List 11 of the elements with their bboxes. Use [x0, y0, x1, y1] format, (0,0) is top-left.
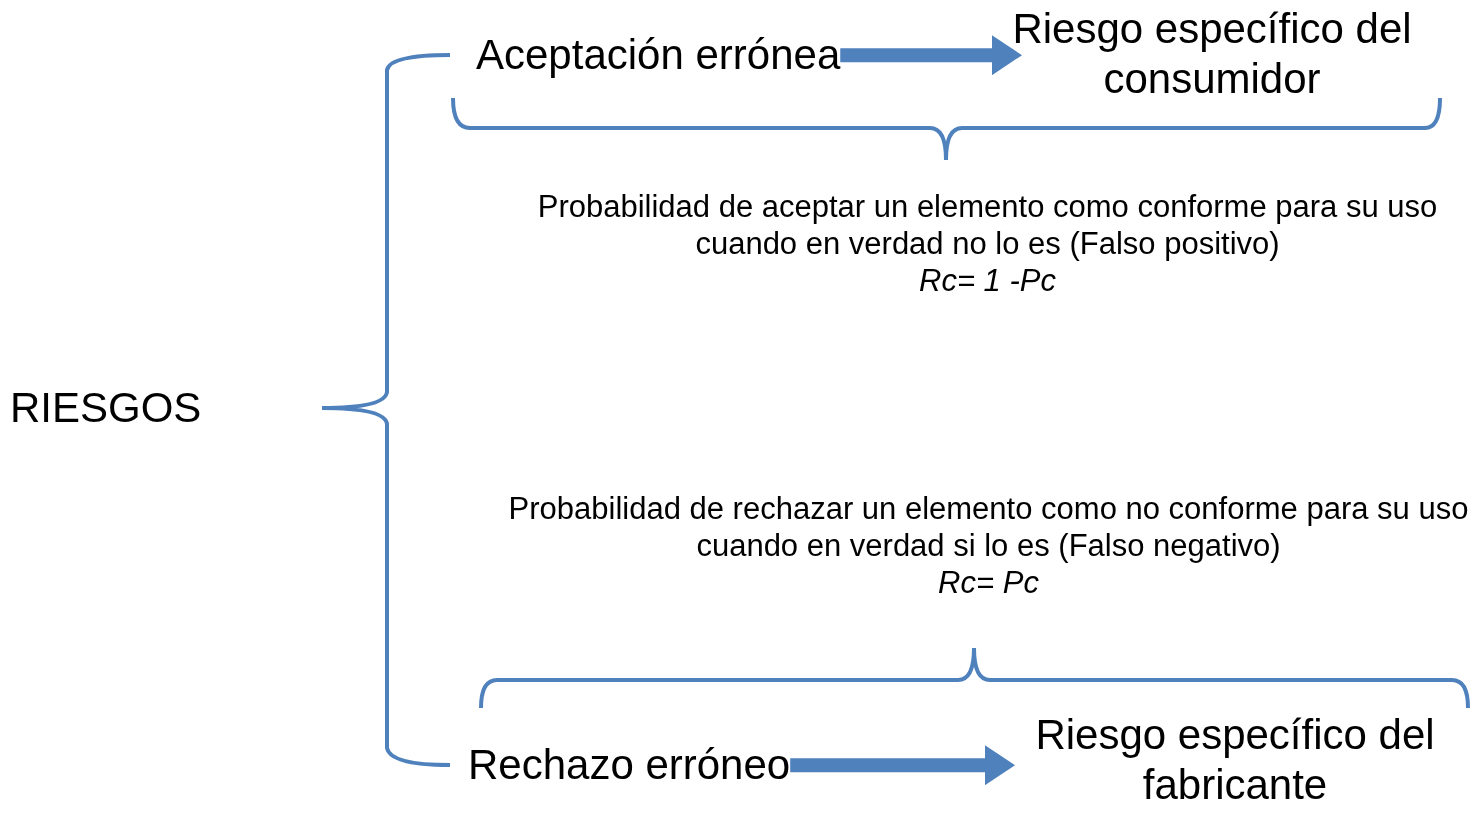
description-text: Probabilidad de aceptar un elemento como conforme para su uso cuando en verdad no lo es (Falso positivo)	[536, 188, 1439, 263]
formula-text: Rc= 1 -Pc	[918, 262, 1057, 300]
risk-name-label: Riesgo específico del fabricante	[1034, 710, 1436, 811]
formula-text: Rc= Pc	[937, 564, 1040, 602]
category-label: RIESGOS	[10, 383, 202, 433]
risk-type-label: Rechazo erróneo	[468, 740, 791, 790]
block-arrow	[790, 745, 1015, 786]
risk-type-label: Aceptación errónea	[476, 30, 841, 80]
block-arrow	[840, 35, 1022, 76]
risk-name-label: Riesgo específico del consumidor	[1011, 4, 1413, 105]
description-text: Probabilidad de rechazar un elemento como no conforme para su uso cuando en verdad si lo es (Falso negativo)	[507, 490, 1470, 565]
